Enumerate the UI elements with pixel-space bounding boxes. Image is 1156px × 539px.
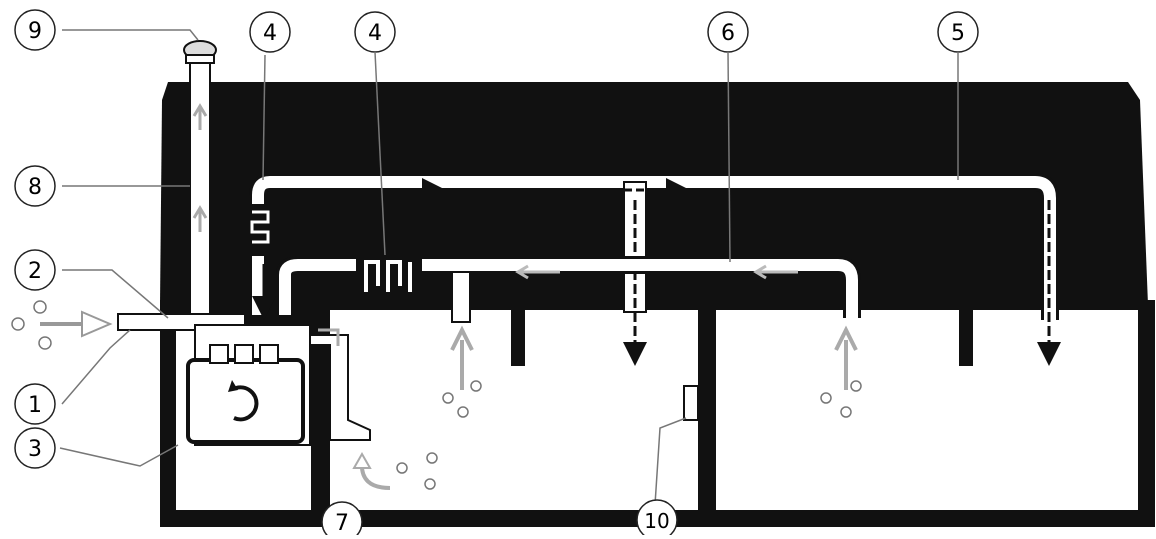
callout-9: 9	[14, 9, 56, 51]
callout-4a: 4	[249, 11, 291, 53]
callout-2: 2	[14, 249, 56, 291]
return-inlets	[450, 325, 858, 390]
heater-coil-icon	[246, 204, 276, 320]
callout-label: 8	[28, 175, 42, 200]
callout-1: 1	[14, 383, 56, 425]
leader-lines	[59, 29, 687, 526]
callout-10: 10	[636, 499, 678, 539]
ceiling-beam	[511, 310, 525, 366]
callout-label: 9	[28, 19, 42, 44]
leader-line	[374, 51, 386, 256]
leader-line	[727, 51, 731, 263]
kitchen-hood	[309, 328, 391, 490]
bedroom	[716, 310, 1138, 510]
callout-3: 3	[14, 427, 56, 469]
callout-label: 10	[644, 509, 669, 533]
callout-label: 5	[951, 21, 965, 46]
callout-6: 6	[707, 11, 749, 53]
callout-8: 8	[14, 165, 56, 207]
callout-label: 6	[721, 21, 735, 46]
ventilation-unit	[186, 324, 311, 446]
snowflake-icon	[396, 380, 862, 490]
callout-label: 4	[368, 21, 382, 46]
return-arrow-icon	[753, 264, 798, 280]
wall-control-panel	[683, 385, 699, 421]
exhaust-arrow-icon	[192, 205, 208, 232]
callout-4b: 4	[354, 11, 396, 53]
supply-duct	[249, 173, 1061, 366]
return-arrow-icon	[515, 264, 560, 280]
roof	[160, 82, 1148, 305]
silencer-icon	[356, 255, 422, 295]
rotation-arrow-icon	[233, 385, 259, 422]
return-arrow-icon	[834, 325, 858, 390]
extract-duct	[276, 256, 861, 323]
callout-label: 1	[28, 393, 42, 418]
ceiling-beam	[959, 310, 973, 366]
snowflake-icon	[11, 300, 52, 350]
return-arrow-icon	[450, 325, 474, 390]
callout-7: 7	[321, 501, 363, 539]
intake-arrow-icon	[81, 310, 113, 338]
callout-label: 7	[335, 511, 349, 535]
exhaust-arrow-icon	[192, 103, 208, 130]
callout-5: 5	[937, 11, 979, 53]
callout-label: 3	[28, 437, 42, 462]
callout-label: 4	[263, 21, 277, 46]
callout-label: 2	[28, 259, 42, 284]
